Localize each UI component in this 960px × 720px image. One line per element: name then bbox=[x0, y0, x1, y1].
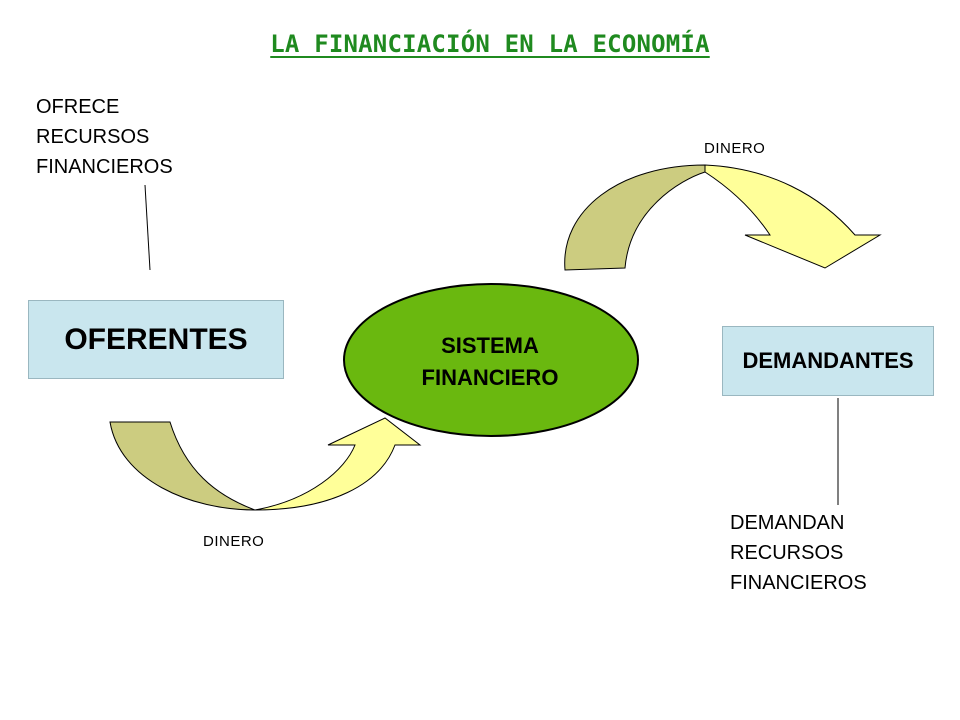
oferentes-note: OFRECE RECURSOS FINANCIEROS bbox=[36, 92, 173, 182]
oferentes-note-line: OFRECE bbox=[36, 96, 120, 118]
oferentes-note-line: FINANCIEROS bbox=[36, 156, 173, 178]
sistema-financiero-label: SISTEMA FINANCIERO bbox=[340, 330, 640, 394]
demandantes-note: DEMANDAN RECURSOS FINANCIEROS bbox=[730, 508, 867, 598]
sistema-line-1: SISTEMA bbox=[441, 333, 539, 358]
top-curved-arrow bbox=[564, 164, 882, 271]
sistema-line-2: FINANCIERO bbox=[421, 365, 559, 390]
top-arrow-dark-band bbox=[564, 164, 706, 271]
oferentes-note-line: RECURSOS bbox=[36, 126, 150, 148]
demandantes-note-line: RECURSOS bbox=[730, 542, 844, 564]
bottom-flow-label: DINERO bbox=[203, 533, 265, 550]
bottom-arrow-light-head bbox=[254, 417, 422, 511]
bottom-curved-arrow bbox=[109, 417, 422, 511]
demandantes-note-line: FINANCIEROS bbox=[730, 572, 867, 594]
demandantes-box: DEMANDANTES bbox=[722, 326, 934, 396]
top-flow-label: DINERO bbox=[704, 140, 766, 157]
diagram-title: LA FINANCIACIÓN EN LA ECONOMÍA bbox=[270, 30, 710, 58]
top-arrow-light-head bbox=[704, 164, 882, 269]
demandantes-note-line: DEMANDAN bbox=[730, 512, 845, 534]
oferentes-box: OFERENTES bbox=[28, 300, 284, 379]
bottom-arrow-dark-band bbox=[109, 421, 256, 511]
oferentes-connector-line bbox=[144, 184, 151, 271]
sistema-financiero-ellipse bbox=[343, 283, 639, 437]
